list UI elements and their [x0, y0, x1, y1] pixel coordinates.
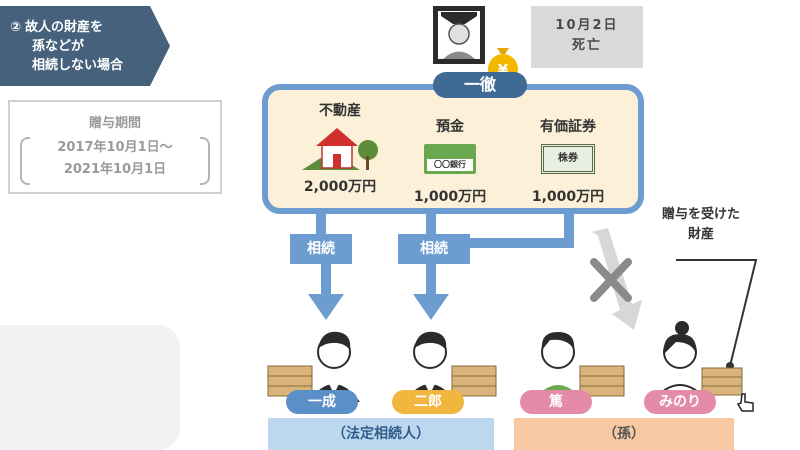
connector [564, 208, 574, 248]
asset-amount: 1,000万円 [413, 189, 487, 205]
heir-name: 一成 [308, 394, 336, 410]
gift-period-title: 贈与期間 [88, 116, 141, 131]
hand-cursor-icon [736, 393, 754, 412]
inherit-label-1: 相続 [290, 234, 352, 264]
stock-certificate-icon: 株券 [541, 144, 595, 174]
gift-note-line-1: 贈与を受けた [662, 207, 741, 222]
gift-period-box: 贈与期間 2017年10月1日〜 2021年10月1日 [8, 100, 222, 194]
deceased-portrait-icon [433, 6, 485, 64]
death-date-box: 10月2日 死亡 [531, 6, 643, 68]
connector [316, 208, 326, 238]
death-date: 10月2日 [555, 18, 619, 33]
stock-certificate-label: 株券 [558, 153, 578, 164]
blank-card [0, 325, 180, 450]
grandchildren-bar: （孫） [514, 418, 734, 450]
legal-heirs-bar: （法定相続人） [268, 418, 494, 450]
inherit-label-2: 相続 [398, 234, 470, 264]
grandchild-name: 篤 [549, 394, 563, 410]
asset-label: 預金 [436, 119, 464, 135]
money-stack-icon [451, 365, 497, 397]
down-arrow-icon [308, 262, 344, 320]
heir-name-tag: 一成 [286, 390, 358, 414]
heir-2-figure [404, 331, 497, 402]
connector [426, 208, 436, 238]
gift-period-range: 2017年10月1日〜 2021年10月1日 [20, 137, 210, 185]
asset-amount: 2,000万円 [303, 179, 377, 195]
blocked-arrow-icon [590, 228, 642, 330]
svg-text:¥: ¥ [498, 61, 509, 79]
heir-name-tag: 二郎 [392, 390, 464, 414]
grandchild-name-tag: 篤 [520, 390, 592, 414]
bankbook-icon: 〇〇銀行 [424, 144, 476, 174]
scenario-line-2: 孫などが [32, 38, 85, 54]
connector [470, 238, 574, 248]
scenario-line-3: 相続しない場合 [32, 57, 124, 73]
grandchild-name-tag: みのり [644, 390, 716, 414]
asset-securities: 有価証券 株券 1,000万円 [518, 116, 618, 206]
grandchild-name: みのり [659, 394, 701, 410]
asset-label: 有価証券 [540, 119, 596, 135]
gift-note-line-2: 財産 [688, 227, 715, 242]
gift-period-start: 2017年10月1日〜 [57, 140, 173, 155]
asset-amount: 1,000万円 [531, 189, 605, 205]
down-arrow-icon [413, 262, 449, 320]
estate-assets-panel: 不動産 2,000万円 預金 〇〇銀行 1,000万円 有価証券 株券 1,00… [262, 84, 644, 214]
gift-note: 贈与を受けた 財産 [662, 205, 740, 245]
asset-real-estate: 不動産 2,000万円 [290, 100, 390, 196]
gift-period-end: 2021年10月1日 [63, 162, 167, 177]
bankbook-label: 〇〇銀行 [427, 159, 473, 171]
house-icon [302, 128, 378, 170]
death-status: 死亡 [571, 38, 602, 53]
heir-name: 二郎 [414, 394, 442, 410]
asset-label: 不動産 [319, 103, 361, 119]
scenario-number: ② [10, 19, 22, 35]
scenario-line-1: 故人の財産を [25, 19, 104, 35]
asset-deposit: 預金 〇〇銀行 1,000万円 [400, 116, 500, 206]
deceased-name-tag: 一徹 [433, 72, 527, 98]
